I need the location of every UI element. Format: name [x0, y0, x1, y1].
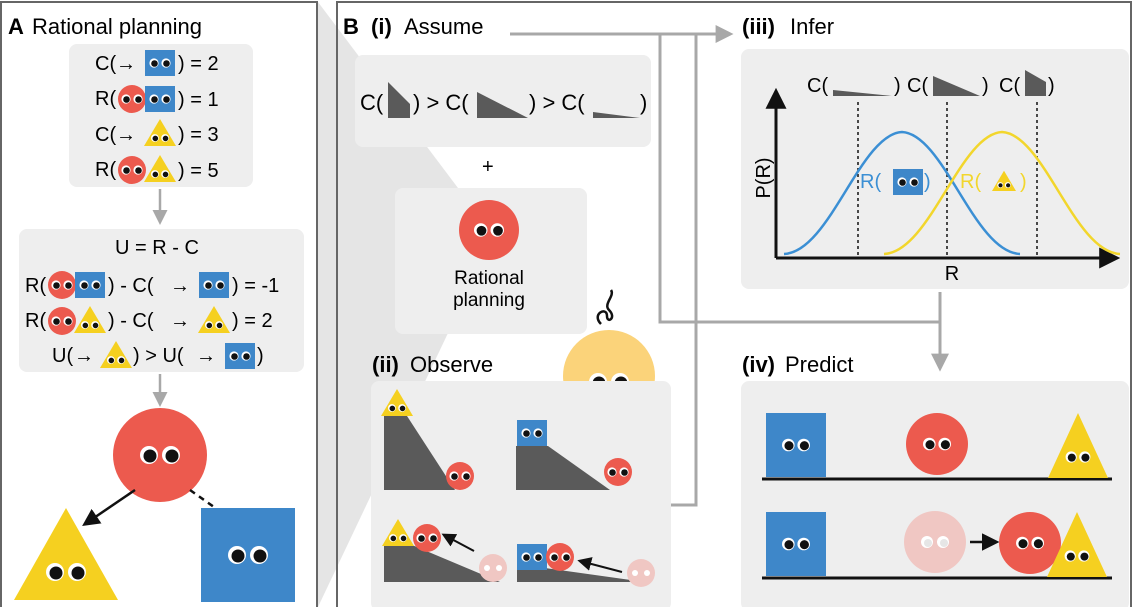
- chosen-path-arrow: [82, 488, 136, 526]
- medium-slope-icon: [477, 92, 528, 118]
- zoom-projection: [318, 2, 458, 607]
- circle-agent-icon: [48, 271, 76, 299]
- utility-compare-open: U(: [52, 345, 73, 367]
- rational-planning-box: [395, 188, 587, 334]
- triangle-reward-label-open: R(: [960, 171, 981, 193]
- square-reward-label-open: R(: [860, 171, 881, 193]
- panel-b-border: [336, 1, 1132, 607]
- steep-slope-icon: [388, 82, 410, 118]
- square-agent-icon: [145, 50, 175, 76]
- circle-agent-icon: [118, 156, 146, 184]
- cost-marker-close: ): [1048, 75, 1055, 97]
- observation-shallow-triangle: [382, 519, 507, 582]
- large-triangle-agent: [14, 508, 118, 600]
- utility-compare-mid: ) > U(: [133, 345, 184, 367]
- panel-a-title: Rational planning: [32, 14, 202, 39]
- step-i-label: Assume: [404, 14, 483, 39]
- gt-cost: ) > C(: [413, 90, 469, 115]
- steep-slope-icon: [1025, 70, 1046, 96]
- rational-caption-2: planning: [453, 290, 525, 311]
- arrow-glyph: →: [196, 345, 216, 367]
- costs-rewards-box: [69, 44, 253, 187]
- circle-agent-icon: [118, 85, 146, 113]
- eq-reward-label: R(: [25, 310, 46, 332]
- reward-posterior-plot: P(R) R C( ) C( ) C( ) R( ) R( ): [753, 70, 1121, 285]
- triangle-reward-curve: [883, 130, 1121, 256]
- prediction-scene-1: [762, 413, 1112, 481]
- square-agent-icon: [225, 343, 255, 369]
- plus-sign: +: [482, 156, 494, 178]
- observation-shallow-square: [517, 543, 655, 587]
- square-agent-icon: [75, 272, 105, 298]
- step-iv-label: Predict: [785, 352, 853, 377]
- minus-cost: ) - C(: [108, 275, 154, 297]
- square-reward-label-close: ): [924, 171, 931, 193]
- eq-value: ) = -1: [232, 275, 279, 297]
- utility-compare-close: ): [257, 345, 264, 367]
- utility-box: [19, 229, 304, 372]
- arrow-glyph: →: [116, 53, 136, 75]
- panel-b-letter: B: [343, 14, 359, 39]
- circle-agent-icon: [48, 307, 76, 335]
- flat-slope-icon: [593, 112, 640, 118]
- observation-box: [371, 381, 671, 607]
- planner-agent-icon: [459, 200, 519, 260]
- step-ii-number: (ii): [372, 352, 399, 377]
- inference-box: [741, 49, 1129, 289]
- eq-reward-label: R(: [25, 275, 46, 297]
- observation-steep-triangle: [381, 389, 474, 490]
- square-agent-icon: [893, 169, 923, 195]
- cost-marker-close: ): [894, 75, 901, 97]
- cost-ordering-box: [355, 55, 651, 147]
- square-reward-curve: [783, 130, 1021, 256]
- eq-cost-label: C(: [95, 53, 116, 75]
- triangle-reward-label-close: ): [1020, 171, 1027, 193]
- eq-value: ) = 3: [178, 124, 219, 146]
- cost-marker-close: ): [982, 75, 989, 97]
- square-agent-icon: [145, 86, 175, 112]
- step-i-number: (i): [371, 14, 392, 39]
- cost-marker-open: C(: [907, 75, 928, 97]
- planner-circle-agent: [113, 408, 207, 502]
- y-axis-label: P(R): [753, 157, 775, 198]
- cost-marker-open: C(: [807, 75, 828, 97]
- utility-definition: U = R - C: [115, 237, 199, 259]
- eq-value: ) = 2: [232, 310, 273, 332]
- arrow-glyph: →: [116, 124, 136, 146]
- step-iii-label: Infer: [790, 14, 834, 39]
- panel-a-border: [0, 1, 318, 607]
- eq-value: ) = 2: [178, 53, 219, 75]
- eq-cost-label: C(: [95, 124, 116, 146]
- eq-reward-label: R(: [95, 88, 116, 110]
- cost-close: ): [640, 90, 647, 115]
- minus-cost: ) - C(: [108, 310, 154, 332]
- gt-cost: ) > C(: [529, 90, 585, 115]
- eq-value: ) = 5: [178, 160, 219, 182]
- eq-value: ) = 1: [178, 89, 219, 111]
- large-square-agent: [201, 508, 295, 602]
- eq-reward-label: R(: [95, 159, 116, 181]
- cost-marker-open: C(: [999, 75, 1020, 97]
- square-agent-icon: [199, 272, 229, 298]
- flat-slope-icon: [833, 90, 892, 96]
- panel-a-letter: A: [8, 14, 24, 39]
- observation-medium-square: [516, 420, 632, 490]
- rational-caption-1: Rational: [454, 268, 524, 289]
- step-iv-number: (iv): [742, 352, 775, 377]
- cost-open: C(: [360, 90, 384, 115]
- arrow-glyph: →: [170, 310, 190, 332]
- arrow-glyph: →: [170, 275, 190, 297]
- x-axis-label: R: [945, 263, 959, 285]
- arrow-glyph: →: [74, 345, 94, 367]
- step-iii-number: (iii): [742, 14, 775, 39]
- step-ii-label: Observe: [410, 352, 493, 377]
- medium-slope-icon: [933, 76, 980, 96]
- prediction-scene-2: [762, 511, 1112, 580]
